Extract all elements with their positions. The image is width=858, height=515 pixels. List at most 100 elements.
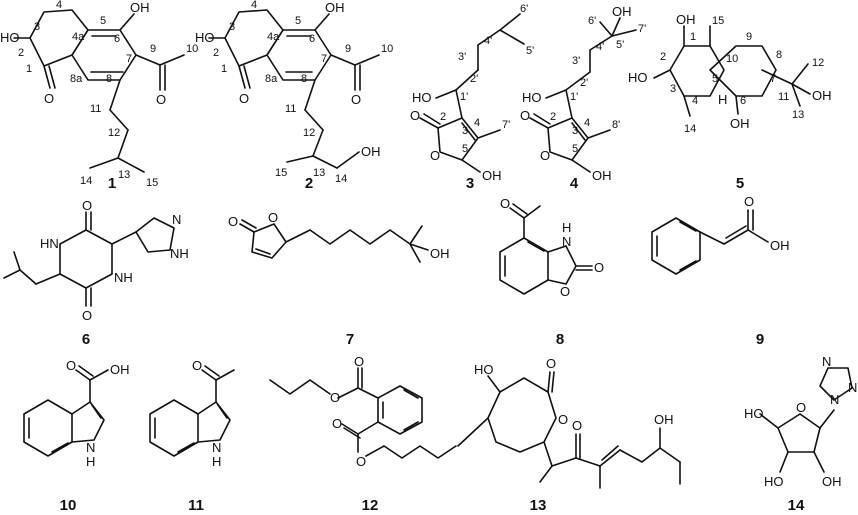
atom-o-ring: O [560,284,570,299]
num-14: 14 [335,173,347,185]
atom-o-c: O [546,356,556,371]
num-15: 15 [275,167,287,179]
atom-o-bot: O [82,308,92,323]
atom-o-c: O [594,260,604,275]
compound-label-11: 11 [188,497,204,514]
atom-o9: O [156,92,166,107]
atom-o2: O [520,108,530,123]
compound-label-9: 9 [756,331,764,348]
compound-12: O O O O 12 [269,354,457,514]
compound-label-12: 12 [362,497,379,514]
atom-n: N [86,440,95,455]
compound-label-7: 7 [346,331,354,348]
atom-n: N [212,440,221,455]
num-3: 3 [34,21,40,33]
atom-oh: OH [592,168,612,183]
num-14: 14 [80,175,92,187]
num-5: 5 [100,15,106,27]
atom-o1: O [354,354,364,369]
num-4a: 4a [72,31,85,43]
num-15: 15 [146,177,158,189]
num-2: 2 [213,47,219,59]
compound-9: O OH 9 [651,194,790,348]
compound-13: HO O O O OH 13 [457,356,681,514]
num-1: 1 [690,31,696,43]
atom-ho: HO [195,30,215,45]
num-3: 3 [229,21,235,33]
num-2: 2 [660,51,666,63]
atom-oh: OH [110,362,130,377]
atom-o-ring: O [268,210,278,225]
atom-o: O [192,358,202,373]
atom-o2: O [330,390,340,405]
compound-5: OH HO OH OH H 1 2 3 4 5 6 7 8 9 10 11 12… [628,12,832,192]
num-2p: 2' [580,77,588,89]
compound-8: O H N O O 8 [499,196,604,348]
num-4p: 4' [596,41,604,53]
compound-4: HO O O OH OH 1' 2' 3' 4' 5' 6' 7' 8' 2 3… [520,4,646,192]
atom-nh-bot: NH [114,270,133,285]
compound-label-6: 6 [82,331,90,348]
atom-o2: O [410,108,420,123]
num-3: 3 [462,125,468,137]
compound-label-8: 8 [556,331,564,348]
atom-o: O [66,358,76,373]
atom-ho3: HO [628,70,648,85]
atom-n3: N [848,380,857,395]
atom-ho: HO [0,30,20,45]
compound-label-13: 13 [530,497,547,514]
num-7p: 7' [638,23,646,35]
num-11: 11 [90,103,101,115]
compound-2: HO O OH O OH 1 2 3 4 4a 5 6 7 8 8a 9 10 … [195,0,393,192]
atom-oh1: OH [676,12,696,27]
num-8: 8 [301,73,307,85]
num-11: 11 [285,103,296,115]
num-9: 9 [345,43,351,55]
num-4: 4 [56,0,62,11]
num-2: 2 [18,47,24,59]
atom-o-ring: O [430,148,440,163]
num-5: 5 [295,15,301,27]
num-4: 4 [251,0,257,11]
compound-14: HO O HO OH N N N 14 [744,354,857,514]
atom-hn-top: HN [40,236,59,251]
num-13: 13 [118,169,130,181]
num-12: 12 [303,127,315,139]
num-7: 7 [770,73,776,85]
atom-ho: HO [522,90,542,105]
num-4: 4 [584,117,590,129]
atom-o-top: O [82,198,92,213]
atom-h: H [212,454,221,469]
compound-label-5: 5 [736,175,744,192]
atom-oh: OH [770,238,790,253]
compound-11: O N H 11 [149,358,235,514]
num-6: 6 [114,33,120,45]
compound-label-1: 1 [108,175,116,192]
num-2: 2 [440,111,446,123]
num-15: 15 [712,15,724,27]
atom-oh6: OH [730,116,750,131]
compound-1: HO O OH O 1 2 3 4 4a 5 6 7 8 8a 9 10 11 … [0,0,198,192]
atom-h: H [86,454,95,469]
num-1p: 1' [460,91,468,103]
atom-oh: OH [482,168,502,183]
num-2: 2 [550,111,556,123]
atom-o-ring: O [540,148,550,163]
num-3: 3 [572,125,578,137]
compound-label-4: 4 [570,175,579,192]
num-6p: 6' [520,3,528,15]
num-11: 11 [778,91,789,103]
num-3p: 3' [572,55,580,67]
atom-o1: O [239,91,249,106]
num-10: 10 [186,43,198,55]
atom-o-ac: O [500,196,510,211]
atom-o4: O [356,454,366,469]
num-1: 1 [26,63,32,75]
num-8: 8 [106,73,112,85]
atom-o9: O [351,92,361,107]
num-4a: 4a [267,31,280,43]
atom-oh11: OH [812,88,832,103]
num-8p: 8' [612,119,620,131]
num-14: 14 [684,123,696,135]
num-1: 1 [221,63,227,75]
